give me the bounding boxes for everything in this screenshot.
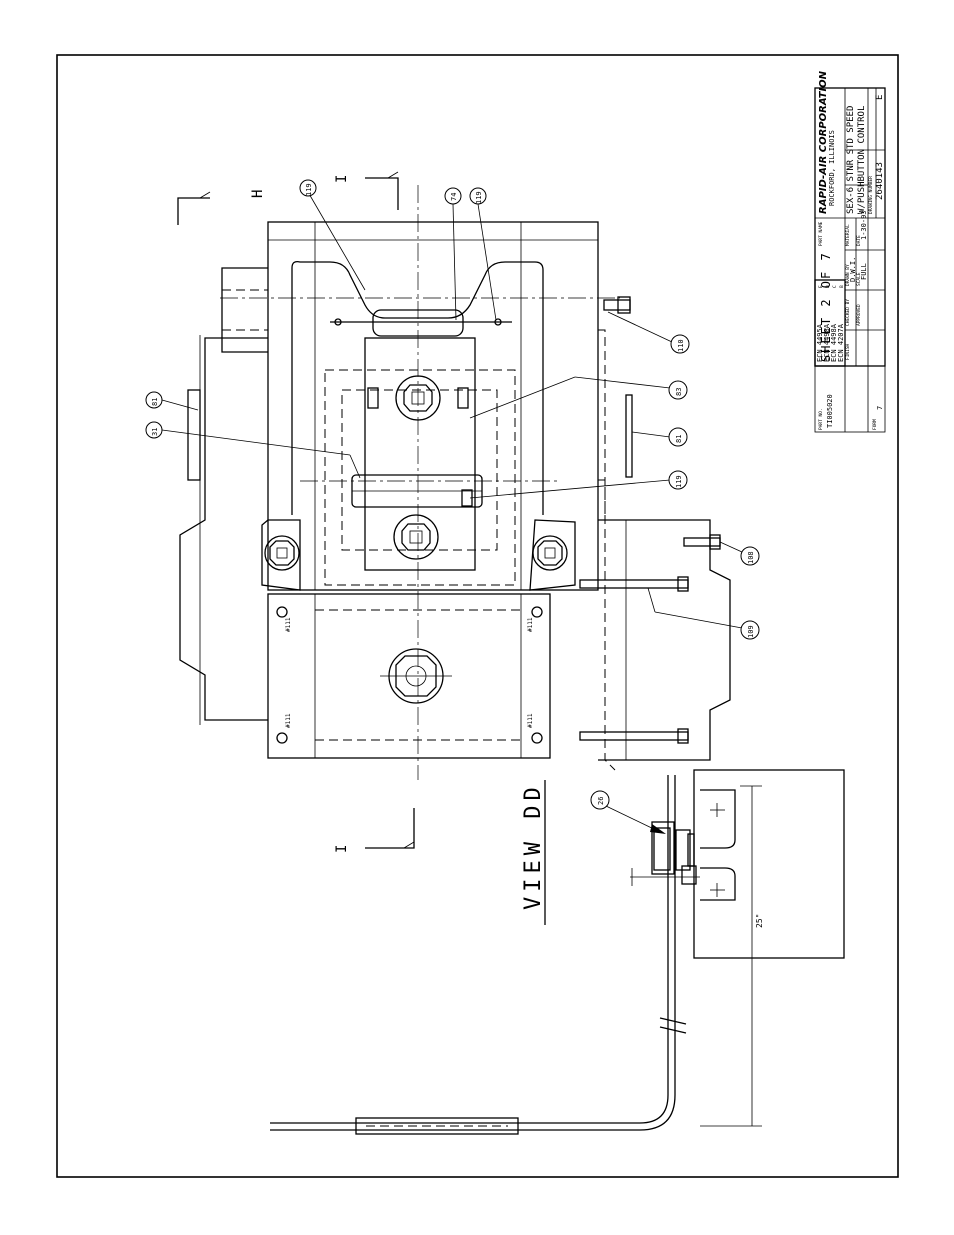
part-mark-3: #111 (285, 713, 292, 728)
balloon-81-left: 81 (145, 391, 199, 411)
svg-text:81: 81 (151, 398, 159, 406)
bolt-upper (367, 375, 469, 421)
svg-text:108: 108 (747, 551, 755, 564)
part-mark-1: #111 (285, 617, 292, 632)
tb-scale-value: FULL (860, 263, 868, 280)
tb-approved-label: APPROVED (856, 304, 862, 326)
svg-text:119: 119 (305, 183, 313, 196)
tb-form-value: 7 (876, 406, 884, 410)
sheet-border (56, 54, 899, 1178)
section-h: H (250, 190, 266, 198)
tb-drawn-value: D.W.I. (849, 257, 857, 282)
svg-text:119: 119 (475, 191, 483, 204)
balloon-26: 26 (590, 790, 666, 834)
section-i-bottom: I (334, 845, 350, 853)
sheet-label: SHEET 2 OF 7 (819, 251, 833, 362)
tb-rev-e: E (818, 285, 824, 288)
svg-text:81: 81 (675, 435, 683, 443)
bolt-right-ear (532, 535, 568, 571)
svg-text:109: 109 (747, 625, 755, 638)
bolt-lower-plate (380, 648, 452, 704)
svg-text:26: 26 (597, 797, 605, 805)
tb-checked-label: CHECKED BY (845, 299, 851, 326)
tb-ecn-1: ECN 4495A (816, 323, 824, 362)
svg-text:83: 83 (675, 388, 683, 396)
tb-ecn-3: ECN 4498A (830, 323, 838, 362)
tb-date-label: DATE (856, 235, 862, 246)
part-mark-4: #111 (527, 713, 534, 728)
tb-form-label: FORM (872, 419, 878, 430)
tb-part-no-value: TI005020 (826, 394, 834, 428)
title-block: RAPID-AIR CORPORATION ROCKFORD, ILLINOIS… (814, 70, 886, 433)
bolt-left-ear (264, 535, 300, 571)
balloon-109: 109 (647, 587, 760, 640)
tb-location: ROCKFORD, ILLINOIS (828, 130, 836, 206)
balloon-74: 74 (444, 187, 462, 321)
tb-drawing-no-label: DRAWING NUMBER (868, 176, 874, 214)
balloon-81-right: 81 (631, 427, 688, 447)
tb-ecn-2: ECN 4498A (823, 323, 831, 362)
balloon-110: 110 (607, 311, 690, 354)
tb-part-name-label: PART NAME (818, 221, 824, 246)
dimension-25: 25" (755, 914, 764, 928)
main-assembly: #111 #111 #111 #111 (179, 185, 845, 1135)
tb-part-no-label: PART NO. (818, 408, 824, 430)
svg-text:110: 110 (677, 339, 685, 352)
balloon-108: 108 (719, 541, 760, 566)
balloon-83: 83 (469, 376, 688, 419)
tb-part-name-1: SEX-6 STNR STD SPEED (846, 106, 856, 214)
tb-drawing-no-value: 2640143 (875, 162, 885, 200)
tb-rev-b: B (839, 285, 845, 288)
view-label: VIEW DD (521, 782, 546, 910)
tb-material-label: MATERIAL (845, 224, 851, 246)
bolt-lower (393, 514, 439, 560)
balloon-119-mid: 119 (469, 470, 688, 499)
balloon-119-top-left: 119 (299, 179, 366, 291)
section-marks: H I I (177, 171, 415, 853)
svg-text:74: 74 (450, 193, 458, 201)
part-mark-2: #111 (527, 617, 534, 632)
tb-rev-c: C (832, 285, 838, 288)
tb-company: RAPID-AIR CORPORATION (818, 70, 829, 214)
tb-finish-label: FINISH (845, 343, 851, 360)
tb-date-value: 1-30-93 (860, 210, 868, 240)
balloon-31: 31 (145, 421, 361, 479)
tb-rev-d: D (825, 285, 831, 288)
balloon-119-top-right: 119 (469, 187, 497, 321)
tb-drawn-label: DRAWN BY (845, 264, 851, 286)
svg-text:119: 119 (675, 475, 683, 488)
tb-ecn-4: ECN 4207A (837, 323, 845, 362)
svg-text:31: 31 (151, 428, 159, 436)
section-i-top: I (334, 175, 350, 183)
tb-rev-value: E (875, 95, 885, 100)
tb-part-name-2: W/PUSHBUTTON CONTROL (857, 106, 867, 214)
tb-scale-label: SCALE (856, 272, 862, 286)
